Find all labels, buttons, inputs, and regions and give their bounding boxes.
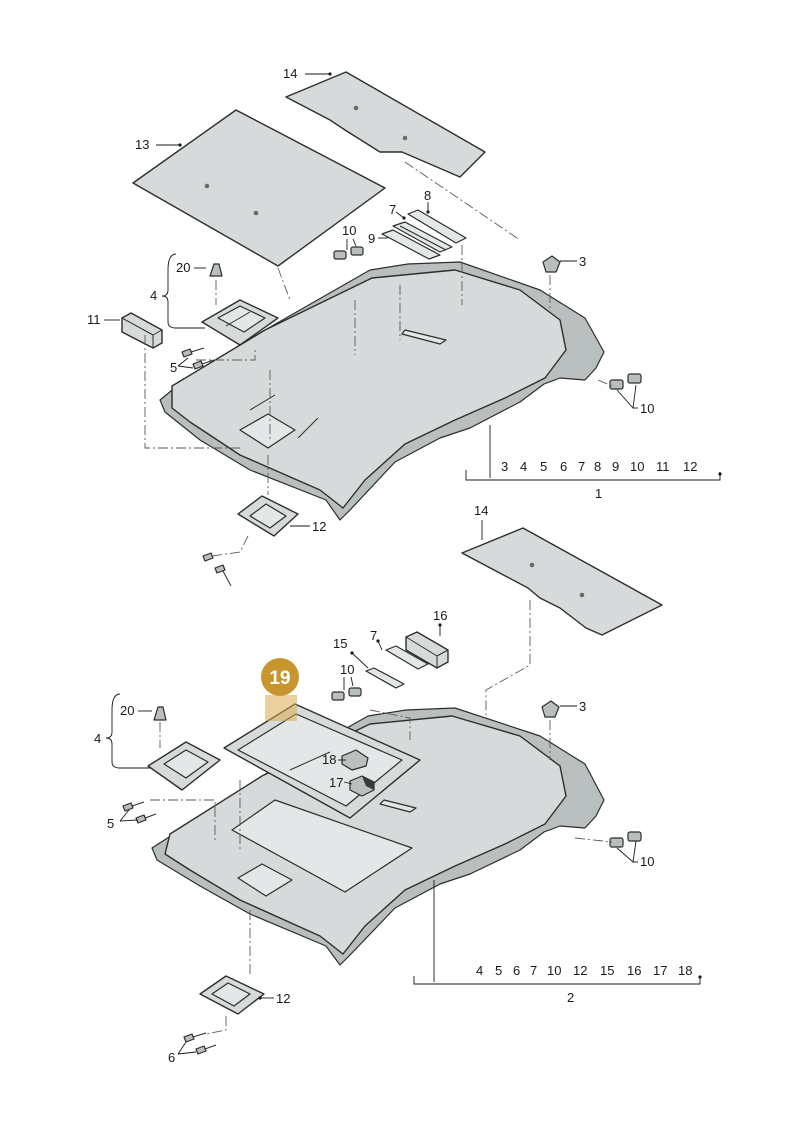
label-14-upper: 14 — [283, 66, 297, 81]
rear-panel-part-14[interactable] — [285, 71, 486, 178]
svg-text:12: 12 — [573, 963, 587, 978]
svg-text:3: 3 — [501, 459, 508, 474]
label-11: 11 — [87, 312, 101, 327]
strip-part-7[interactable] — [392, 221, 453, 253]
svg-text:6: 6 — [560, 459, 567, 474]
label-4-lower: 4 — [94, 731, 101, 746]
group-2-numbers: 4 5 6 7 10 12 15 16 17 18 — [476, 963, 692, 978]
bracket-part-4-upper[interactable] — [201, 299, 279, 346]
label-5-lower: 5 — [107, 816, 114, 831]
headliner-part-1[interactable] — [159, 261, 605, 521]
callout-19-number: 19 — [269, 668, 290, 689]
svg-text:8: 8 — [594, 459, 601, 474]
label-12-lower: 12 — [276, 991, 290, 1006]
rear-panel-part-14-lower[interactable] — [461, 527, 663, 636]
mount-part-20-upper[interactable] — [209, 263, 223, 277]
label-17: 17 — [329, 775, 343, 790]
screws-upper-lamp[interactable] — [202, 552, 232, 587]
svg-text:10: 10 — [630, 459, 644, 474]
lamp-housing-part-12-upper[interactable] — [237, 495, 299, 537]
label-13: 13 — [135, 137, 149, 152]
label-20-lower: 20 — [120, 703, 134, 718]
label-4-upper: 4 — [150, 288, 157, 303]
clip-part-10-lower[interactable] — [331, 687, 362, 701]
label-9: 9 — [368, 231, 375, 246]
label-15: 15 — [333, 636, 347, 651]
clip-part-10-upper-right[interactable] — [609, 373, 642, 390]
svg-text:10: 10 — [547, 963, 561, 978]
bracket-part-4-lower[interactable] — [147, 741, 221, 791]
screws-part-5[interactable] — [181, 347, 215, 370]
strip-part-9[interactable] — [381, 229, 441, 260]
svg-text:18: 18 — [678, 963, 692, 978]
strip-part-8[interactable] — [407, 209, 467, 244]
clip-part-3-upper[interactable] — [542, 255, 561, 273]
sunvisor-block-part-11[interactable] — [121, 312, 163, 349]
label-6: 6 — [168, 1050, 175, 1065]
svg-text:4: 4 — [520, 459, 527, 474]
callout-19[interactable]: 19 — [261, 658, 299, 721]
label-7-upper: 7 — [389, 202, 396, 217]
svg-text:11: 11 — [656, 459, 670, 474]
screws-part-6[interactable] — [183, 1032, 217, 1055]
svg-text:12: 12 — [683, 459, 697, 474]
strip-part-15[interactable] — [365, 667, 405, 689]
label-3-lower: 3 — [579, 699, 586, 714]
svg-text:15: 15 — [600, 963, 614, 978]
label-12-upper: 12 — [312, 519, 326, 534]
svg-text:7: 7 — [530, 963, 537, 978]
label-10-lower: 10 — [340, 662, 354, 677]
strip-part-7-lower[interactable] — [385, 645, 429, 670]
callout-19-badge[interactable] — [261, 658, 299, 696]
label-3-upper: 3 — [579, 254, 586, 269]
group-1-numbers: 3 4 5 6 7 8 9 10 11 12 — [501, 459, 697, 474]
label-8: 8 — [424, 188, 431, 203]
svg-text:5: 5 — [495, 963, 502, 978]
svg-text:4: 4 — [476, 963, 483, 978]
svg-text:7: 7 — [578, 459, 585, 474]
clip-part-10-upper[interactable] — [333, 246, 364, 260]
mount-part-20-lower[interactable] — [153, 706, 167, 721]
svg-text:17: 17 — [653, 963, 667, 978]
svg-text:6: 6 — [513, 963, 520, 978]
label-7-lower: 7 — [370, 628, 377, 643]
label-10-lower-right: 10 — [640, 854, 654, 869]
front-panel-part-13[interactable] — [132, 109, 386, 267]
svg-text:9: 9 — [612, 459, 619, 474]
label-10-upper-right: 10 — [640, 401, 654, 416]
label-20-upper: 20 — [176, 260, 190, 275]
switch-part-17[interactable] — [349, 775, 375, 797]
label-18: 18 — [322, 752, 336, 767]
clip-part-10-lower-right[interactable] — [609, 831, 642, 848]
headliner-part-2[interactable] — [151, 707, 605, 966]
svg-text:5: 5 — [540, 459, 547, 474]
label-1: 1 — [595, 486, 602, 501]
clip-part-3-lower[interactable] — [541, 700, 560, 718]
label-16: 16 — [433, 608, 447, 623]
lamp-housing-part-12-lower[interactable] — [199, 975, 265, 1015]
clip-part-18[interactable] — [341, 749, 369, 771]
block-part-16[interactable] — [405, 631, 449, 669]
label-14-lower: 14 — [474, 503, 488, 518]
label-2: 2 — [567, 990, 574, 1005]
screws-part-5-lower[interactable] — [122, 801, 157, 824]
label-5-upper: 5 — [170, 360, 177, 375]
callout-19-highlight — [265, 695, 297, 721]
svg-text:16: 16 — [627, 963, 641, 978]
label-10-upper: 10 — [342, 223, 356, 238]
